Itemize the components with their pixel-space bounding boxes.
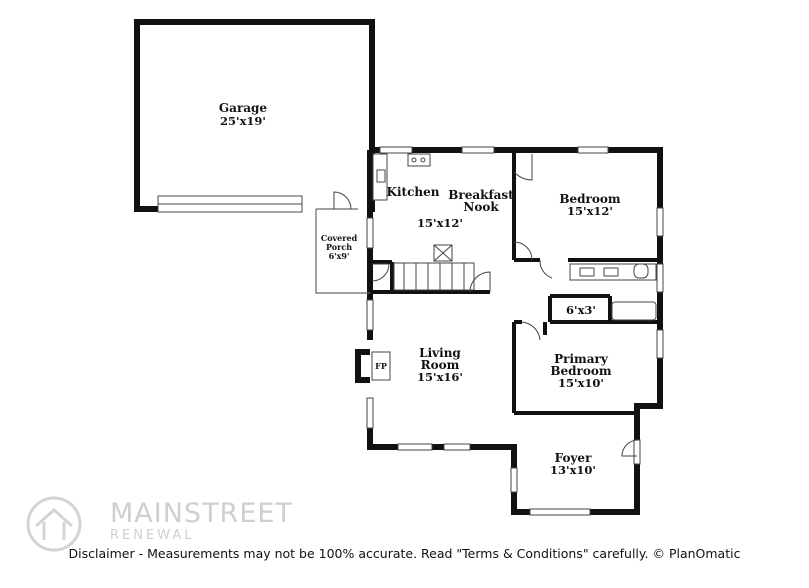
breakfast-dims: 15'x12': [417, 216, 463, 230]
fixtures: [371, 153, 657, 381]
breakfast-name-2: Nook: [463, 200, 499, 214]
doors: [333, 154, 638, 457]
kitchen-name: Kitchen: [387, 185, 440, 199]
house-logo-icon: [26, 496, 82, 552]
garage-name: Garage: [219, 101, 268, 115]
porch-dims: 6'x9': [329, 251, 350, 261]
stairs: [393, 262, 475, 291]
foyer-dims: 13'x10': [550, 463, 596, 477]
primary-dims: 15'x10': [558, 376, 604, 390]
bedroom-dims: 15'x12': [567, 204, 613, 218]
porch-name-1: Covered: [321, 233, 358, 243]
breakfast-name-1: Breakfast: [448, 188, 514, 202]
primary-name-2: Bedroom: [550, 364, 611, 378]
closet-dims: 6'x3': [566, 303, 596, 317]
disclaimer-text: Disclaimer - Measurements may not be 100…: [68, 546, 741, 561]
bathtub: [611, 301, 657, 321]
logo-name: MAINSTREET: [110, 498, 293, 529]
windows: [157, 146, 664, 516]
porch-name-2: Porch: [326, 242, 352, 252]
living-name-1: Living: [419, 346, 461, 360]
floor-plan: Garage 25'x19' Kitchen Breakfast Nook 15…: [134, 19, 664, 516]
toilet: [633, 263, 649, 279]
mainstreet-logo: MAINSTREET RENEWAL: [22, 492, 322, 552]
living-name-2: Room: [421, 358, 460, 372]
fireplace-label: FP: [375, 361, 387, 371]
bedroom-name: Bedroom: [559, 192, 620, 206]
logo-subtitle: RENEWAL: [110, 528, 195, 543]
living-dims: 15'x16': [417, 370, 463, 384]
interior-walls: [370, 150, 660, 415]
garage-dims: 25'x19': [220, 114, 266, 128]
stove: [407, 153, 431, 167]
foyer-name: Foyer: [555, 451, 592, 465]
sink: [376, 169, 386, 183]
primary-name-1: Primary: [554, 352, 609, 366]
fireplace-box: [371, 351, 391, 381]
